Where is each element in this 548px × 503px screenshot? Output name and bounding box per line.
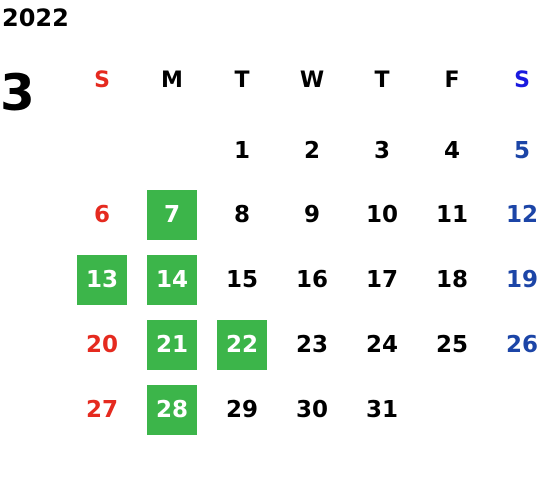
calendar-day[interactable]: 12 xyxy=(505,201,538,228)
calendar-day[interactable]: 2 xyxy=(303,137,320,164)
calendar-day[interactable]: 4 xyxy=(443,137,460,164)
calendar-day[interactable]: 30 xyxy=(295,396,328,423)
calendar-day[interactable]: 11 xyxy=(435,201,468,228)
calendar-day[interactable]: 18 xyxy=(435,266,468,293)
calendar-day[interactable]: 9 xyxy=(303,201,320,228)
weekday-header: S xyxy=(514,68,530,93)
calendar-day[interactable]: 23 xyxy=(295,331,328,358)
calendar-day[interactable]: 27 xyxy=(85,396,118,423)
calendar-year: 2022 xyxy=(2,4,69,32)
calendar-day-highlighted[interactable]: 14 xyxy=(147,255,197,305)
calendar-day[interactable]: 5 xyxy=(513,137,530,164)
calendar-day[interactable]: 26 xyxy=(505,331,538,358)
calendar-month: 3 xyxy=(0,64,35,122)
calendar-day[interactable]: 6 xyxy=(93,201,110,228)
calendar-day-highlighted[interactable]: 28 xyxy=(147,385,197,435)
calendar-day-highlighted[interactable]: 7 xyxy=(147,190,197,240)
weekday-header: F xyxy=(444,68,460,93)
calendar-day[interactable]: 29 xyxy=(225,396,258,423)
calendar-day[interactable]: 16 xyxy=(295,266,328,293)
calendar-day-highlighted[interactable]: 22 xyxy=(217,320,267,370)
weekday-header: T xyxy=(234,68,250,93)
calendar-day[interactable]: 1 xyxy=(233,137,250,164)
calendar-day-highlighted[interactable]: 13 xyxy=(77,255,127,305)
weekday-header: W xyxy=(299,68,325,93)
calendar-day[interactable]: 10 xyxy=(365,201,398,228)
calendar-day[interactable]: 25 xyxy=(435,331,468,358)
calendar-day[interactable]: 19 xyxy=(505,266,538,293)
calendar-day-highlighted[interactable]: 21 xyxy=(147,320,197,370)
weekday-header: S xyxy=(94,68,110,93)
calendar-day[interactable]: 15 xyxy=(225,266,258,293)
weekday-header: T xyxy=(374,68,390,93)
calendar-day[interactable]: 31 xyxy=(365,396,398,423)
calendar-day[interactable]: 24 xyxy=(365,331,398,358)
weekday-header: M xyxy=(161,68,183,93)
calendar-day[interactable]: 17 xyxy=(365,266,398,293)
calendar-day[interactable]: 20 xyxy=(85,331,118,358)
calendar-day[interactable]: 3 xyxy=(373,137,390,164)
calendar-day[interactable]: 8 xyxy=(233,201,250,228)
